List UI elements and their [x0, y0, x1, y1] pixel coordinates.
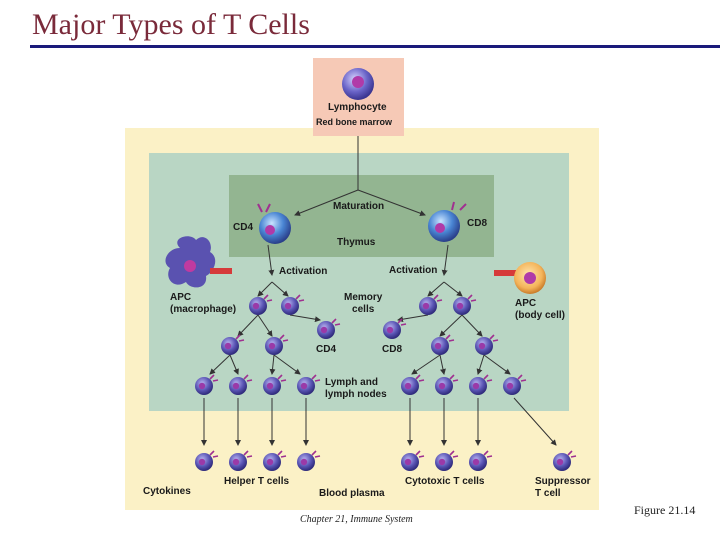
t-cell	[401, 450, 425, 471]
t-cell	[435, 450, 459, 471]
t-cell	[553, 450, 577, 471]
apc-body-cell	[494, 262, 546, 294]
t-cell	[263, 374, 287, 395]
apc-macrophage	[165, 236, 232, 288]
label-cd8-memory: CD8	[382, 344, 403, 355]
t-cell	[475, 334, 499, 355]
t-cell	[469, 450, 493, 471]
t-cell	[297, 374, 321, 395]
t-cell	[265, 334, 289, 355]
t-cell	[195, 450, 219, 471]
t-cell	[263, 450, 287, 471]
t-cell	[221, 334, 245, 355]
label-apc-body-cell: APC (body cell)	[515, 298, 566, 321]
t-cell	[453, 294, 477, 315]
title-rule	[30, 45, 720, 48]
t-cell	[195, 374, 219, 395]
t-cell	[281, 294, 305, 315]
t-cell	[249, 294, 273, 315]
t-cell	[383, 318, 407, 339]
label-red-bone-marrow: Red bone marrow	[316, 117, 393, 127]
slide-title: Major Types of T Cells	[32, 8, 310, 41]
t-cell	[401, 374, 425, 395]
t-cell	[229, 450, 253, 471]
t-cell	[317, 318, 341, 339]
label-lymphocyte: Lymphocyte	[328, 102, 387, 113]
label-lymph-nodes: Lymph and lymph nodes	[325, 377, 387, 400]
small-t-cells	[195, 294, 577, 471]
t-cell	[469, 374, 493, 395]
footer-chapter: Chapter 21, Immune System	[300, 514, 413, 525]
label-suppressor-t-cell: Suppressor T cell	[535, 476, 591, 499]
label-helper-t-cells: Helper T cells	[224, 476, 290, 487]
t-cell	[297, 450, 321, 471]
footer-figure: Figure 21.14	[634, 503, 696, 517]
label-apc-macrophage: APC (macrophage)	[170, 292, 237, 315]
t-cell	[431, 334, 455, 355]
t-cell	[419, 294, 443, 315]
label-maturation: Maturation	[333, 201, 385, 212]
label-cd8-thymus: CD8	[467, 218, 488, 229]
label-cd4-thymus: CD4	[233, 222, 254, 233]
t-cell	[229, 374, 253, 395]
label-blood-plasma: Blood plasma	[319, 488, 385, 499]
label-cytotoxic-t-cells: Cytotoxic T cells	[405, 476, 485, 487]
cd4-thymus-cell	[257, 203, 291, 244]
label-activation-right: Activation	[389, 265, 438, 276]
label-memory-cells: Memory cells	[344, 292, 383, 315]
t-cell	[435, 374, 459, 395]
t-cell	[503, 374, 527, 395]
arrows	[201, 136, 557, 446]
label-activation-left: Activation	[279, 266, 328, 277]
cd8-thymus-cell	[428, 201, 467, 242]
label-thymus: Thymus	[337, 237, 376, 248]
label-cytokines: Cytokines	[143, 486, 191, 497]
label-cd4-memory: CD4	[316, 344, 337, 355]
